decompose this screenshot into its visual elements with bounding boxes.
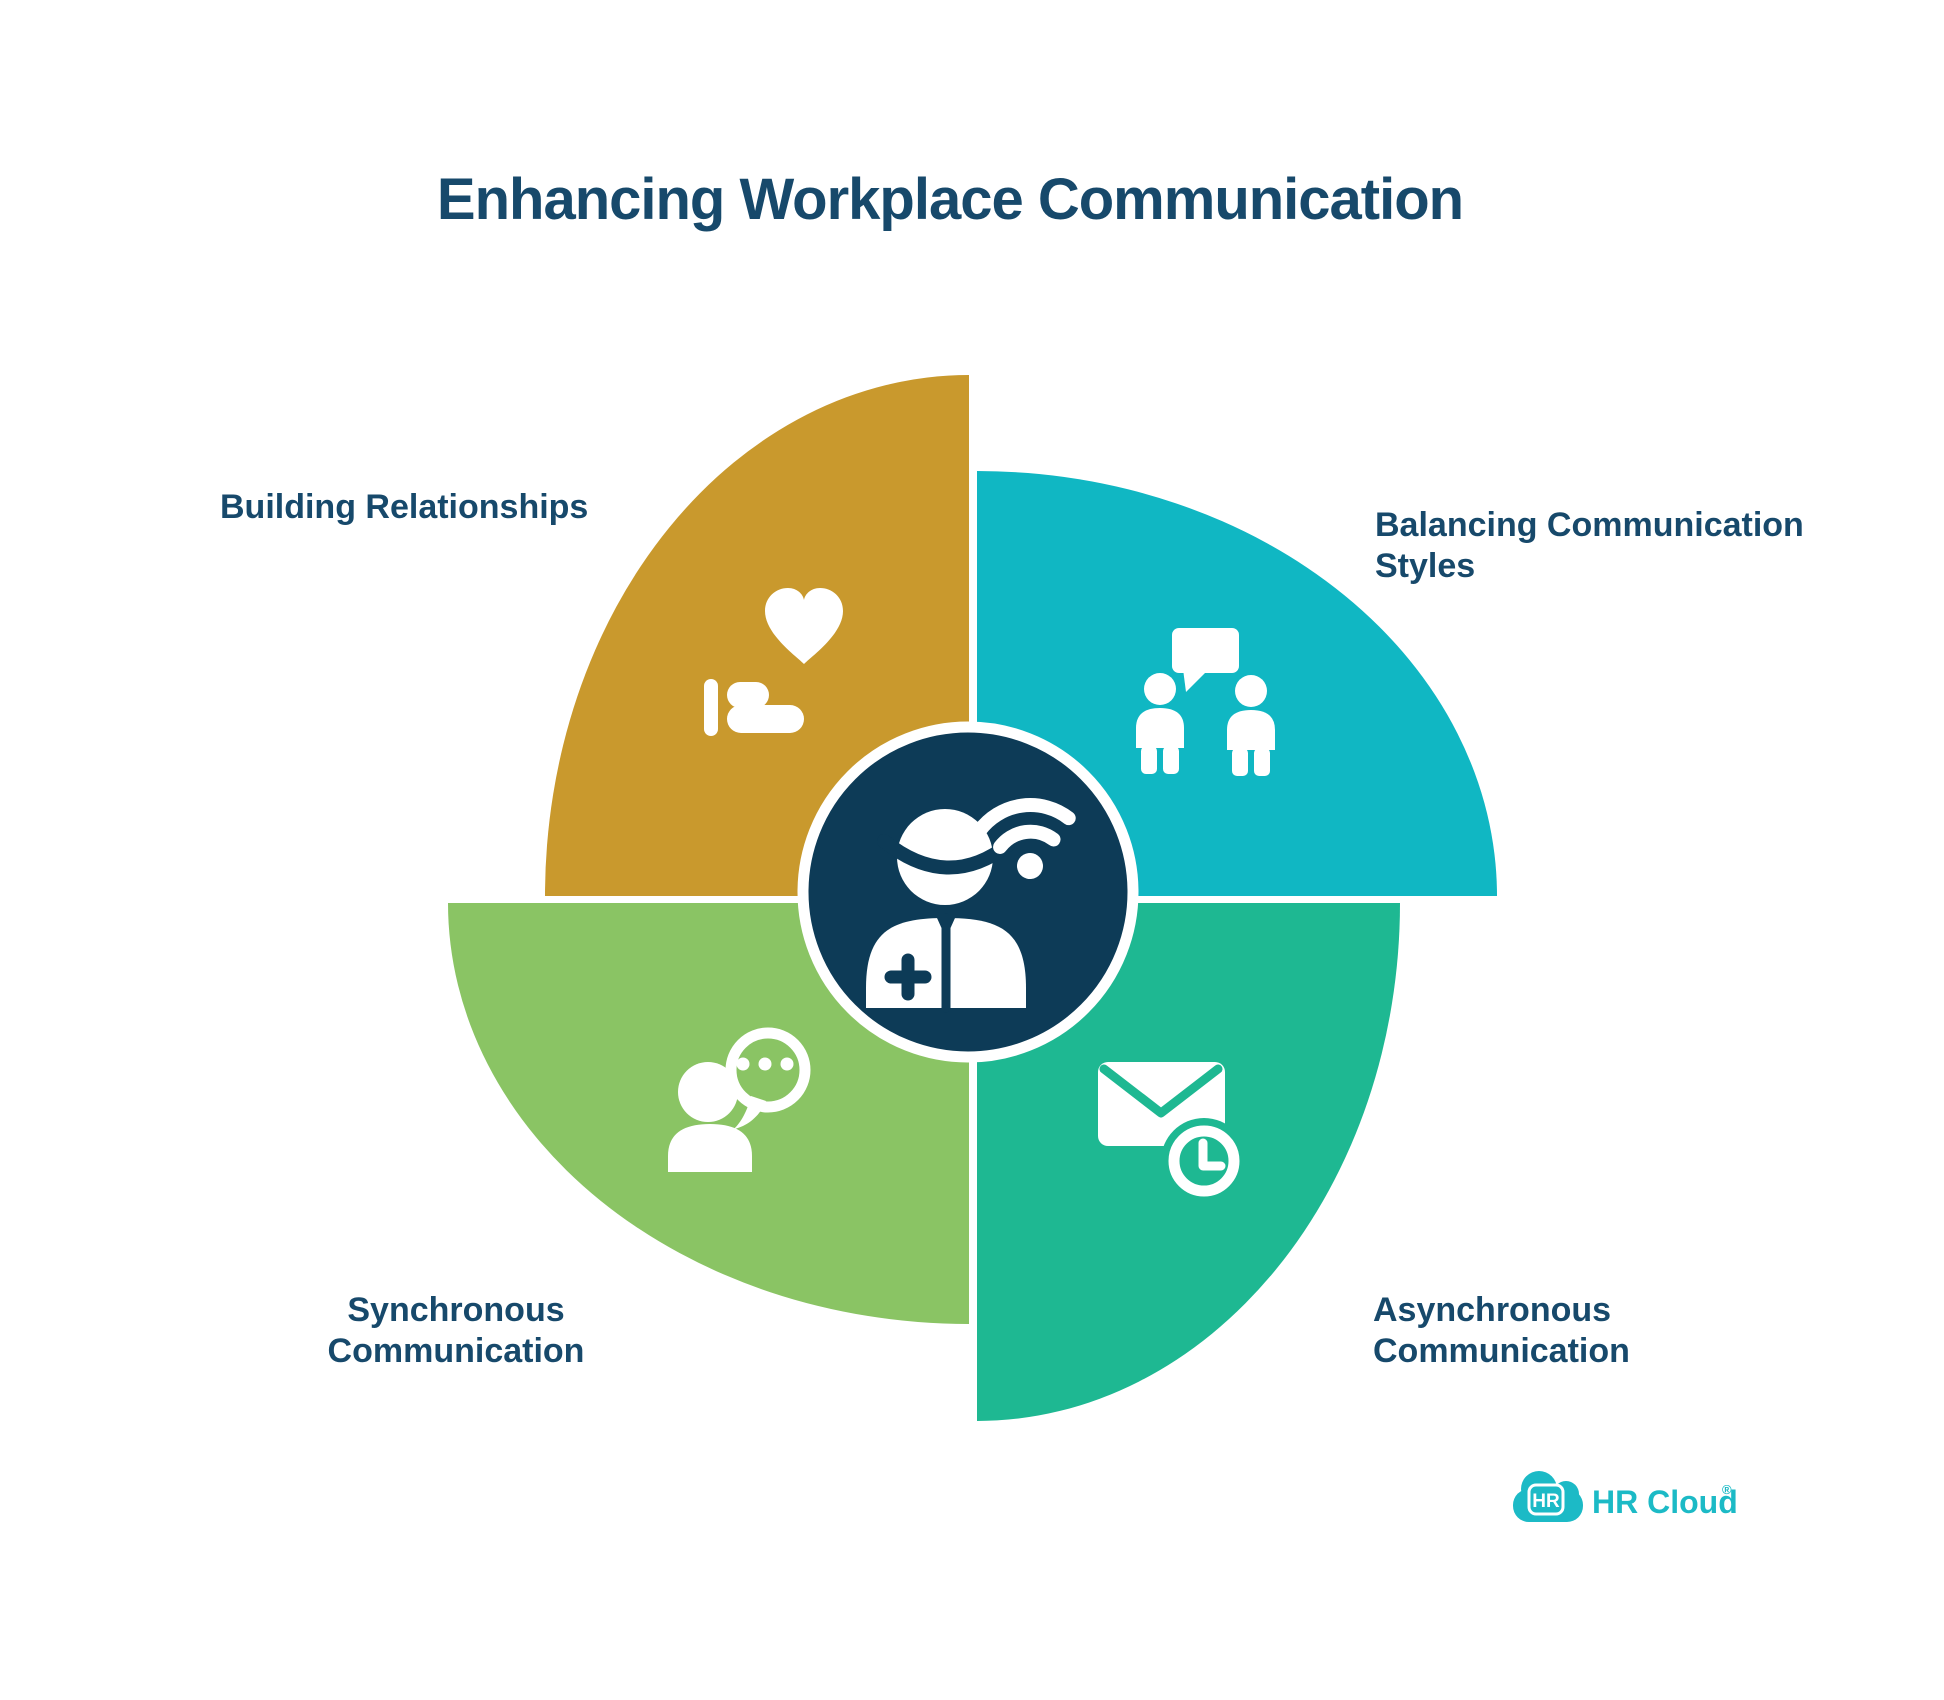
person-speech-bubble-icon xyxy=(668,1027,811,1172)
person-left-leg xyxy=(1163,746,1179,774)
label-line: Synchronous xyxy=(347,1291,565,1329)
person-head xyxy=(678,1062,738,1122)
hr-cloud-logo: HR HR Cloud ® xyxy=(1513,1471,1738,1522)
label-synchronous-communication: Synchronous Communication xyxy=(256,1290,656,1372)
hr-badge-outline xyxy=(1527,1483,1565,1516)
label-line: Communication xyxy=(327,1332,585,1370)
label-line: Asynchronous xyxy=(1373,1291,1612,1329)
worker-head xyxy=(897,809,993,905)
healthcare-worker-wifi-icon xyxy=(866,798,1076,1013)
label-asynchronous-communication: Asynchronous Communication xyxy=(1373,1290,1630,1372)
person-body xyxy=(668,1124,752,1172)
chat-dot xyxy=(780,1057,794,1071)
person-left-head xyxy=(1144,673,1176,705)
heart-shape xyxy=(765,588,843,664)
person-right-body xyxy=(1227,710,1275,750)
medical-cross-icon xyxy=(884,953,932,1001)
heart-in-hand-icon xyxy=(704,588,843,736)
people-conversation-icon xyxy=(1136,628,1275,776)
speech-bubble-tail xyxy=(1183,669,1209,692)
label-balancing-communication-styles: Balancing Communication Styles xyxy=(1375,505,1804,587)
chat-dot xyxy=(758,1057,772,1071)
registered-mark: ® xyxy=(1722,1482,1732,1497)
hand-wrist xyxy=(704,679,718,736)
label-line: Balancing Communication xyxy=(1375,506,1804,544)
wifi-arc-outer xyxy=(972,798,1076,838)
wifi-arc-inner xyxy=(993,824,1061,854)
chat-dot xyxy=(736,1057,750,1071)
person-right-leg xyxy=(1254,748,1270,776)
label-line: Styles xyxy=(1375,547,1476,585)
hr-cloud-wordmark: HR Cloud xyxy=(1592,1484,1738,1520)
label-building-relationships: Building Relationships xyxy=(220,488,589,526)
page-title: Enhancing Workplace Communication xyxy=(436,167,1464,232)
label-line: Communication xyxy=(1373,1332,1630,1370)
wifi-dot xyxy=(1017,853,1043,879)
hr-badge-text: HR xyxy=(1532,1491,1560,1512)
envelope-flap xyxy=(1099,1064,1223,1118)
person-right-head xyxy=(1235,675,1267,707)
person-left-leg xyxy=(1141,746,1157,774)
person-left-body xyxy=(1136,708,1184,748)
hand-fingers xyxy=(727,705,804,733)
chat-bubble-tail xyxy=(734,1096,766,1129)
envelope-clock-icon xyxy=(1098,1062,1247,1204)
person-right-leg xyxy=(1232,748,1248,776)
speech-bubble xyxy=(1172,628,1239,673)
wifi-icon xyxy=(972,798,1076,879)
worker-cap-band xyxy=(877,834,1015,875)
clock-hands xyxy=(1198,1138,1226,1171)
clock-ring xyxy=(1168,1125,1240,1197)
chat-bubble-outline xyxy=(725,1027,811,1113)
hand-thumb xyxy=(727,682,769,708)
